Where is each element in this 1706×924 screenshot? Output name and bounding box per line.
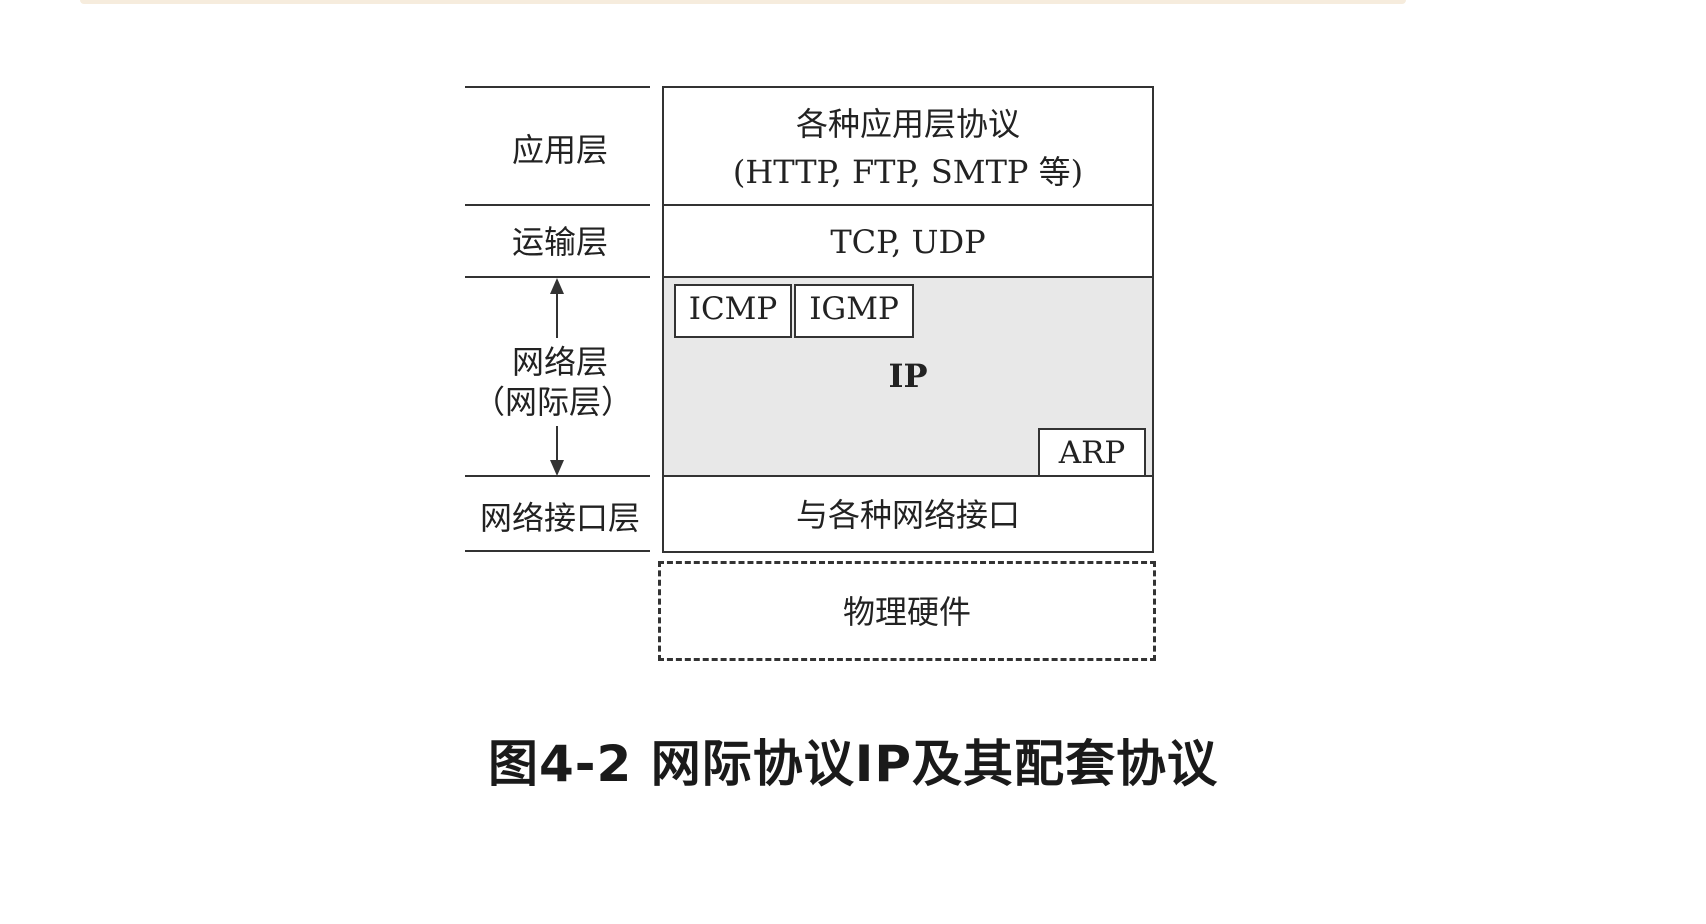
divider-line <box>465 276 650 278</box>
top-shadow <box>80 0 1406 4</box>
divider-line <box>465 550 650 552</box>
arrow-line <box>556 426 558 462</box>
ip-label: IP <box>888 357 928 395</box>
arrow-down-icon <box>550 460 564 476</box>
figure-caption: 图4-2 网际协议IP及其配套协议 <box>488 735 1218 793</box>
physical-hardware-text: 物理硬件 <box>842 593 971 631</box>
label-internet-layer: （网际层） <box>472 383 633 421</box>
network-interface-text: 与各种网络接口 <box>795 496 1020 534</box>
icmp-box: ICMP <box>674 284 792 338</box>
transport-protocols-box: TCP, UDP <box>662 204 1154 278</box>
transport-protocols: TCP, UDP <box>830 223 986 261</box>
application-protocols-list: (HTTP, FTP, SMTP 等) <box>732 153 1084 191</box>
divider-line <box>465 204 650 206</box>
physical-hardware-box: 物理硬件 <box>658 561 1156 661</box>
arrow-up-icon <box>550 278 564 294</box>
label-transport-layer: 运输层 <box>511 223 608 261</box>
label-application-layer: 应用层 <box>511 131 608 169</box>
divider-line <box>465 475 650 477</box>
arp-box: ARP <box>1038 428 1146 482</box>
application-protocols-title: 各种应用层协议 <box>795 105 1020 143</box>
igmp-box: IGMP <box>794 284 914 338</box>
arrow-line <box>556 292 558 338</box>
network-interface-box: 与各种网络接口 <box>662 475 1154 553</box>
divider-line <box>465 86 650 88</box>
label-network-layer: 网络层 <box>511 343 608 381</box>
application-protocols-box: 各种应用层协议 (HTTP, FTP, SMTP 等) <box>662 86 1154 206</box>
label-interface-layer: 网络接口层 <box>479 499 640 537</box>
ip-protocol-box: ICMP IGMP IP ARP <box>662 276 1154 482</box>
